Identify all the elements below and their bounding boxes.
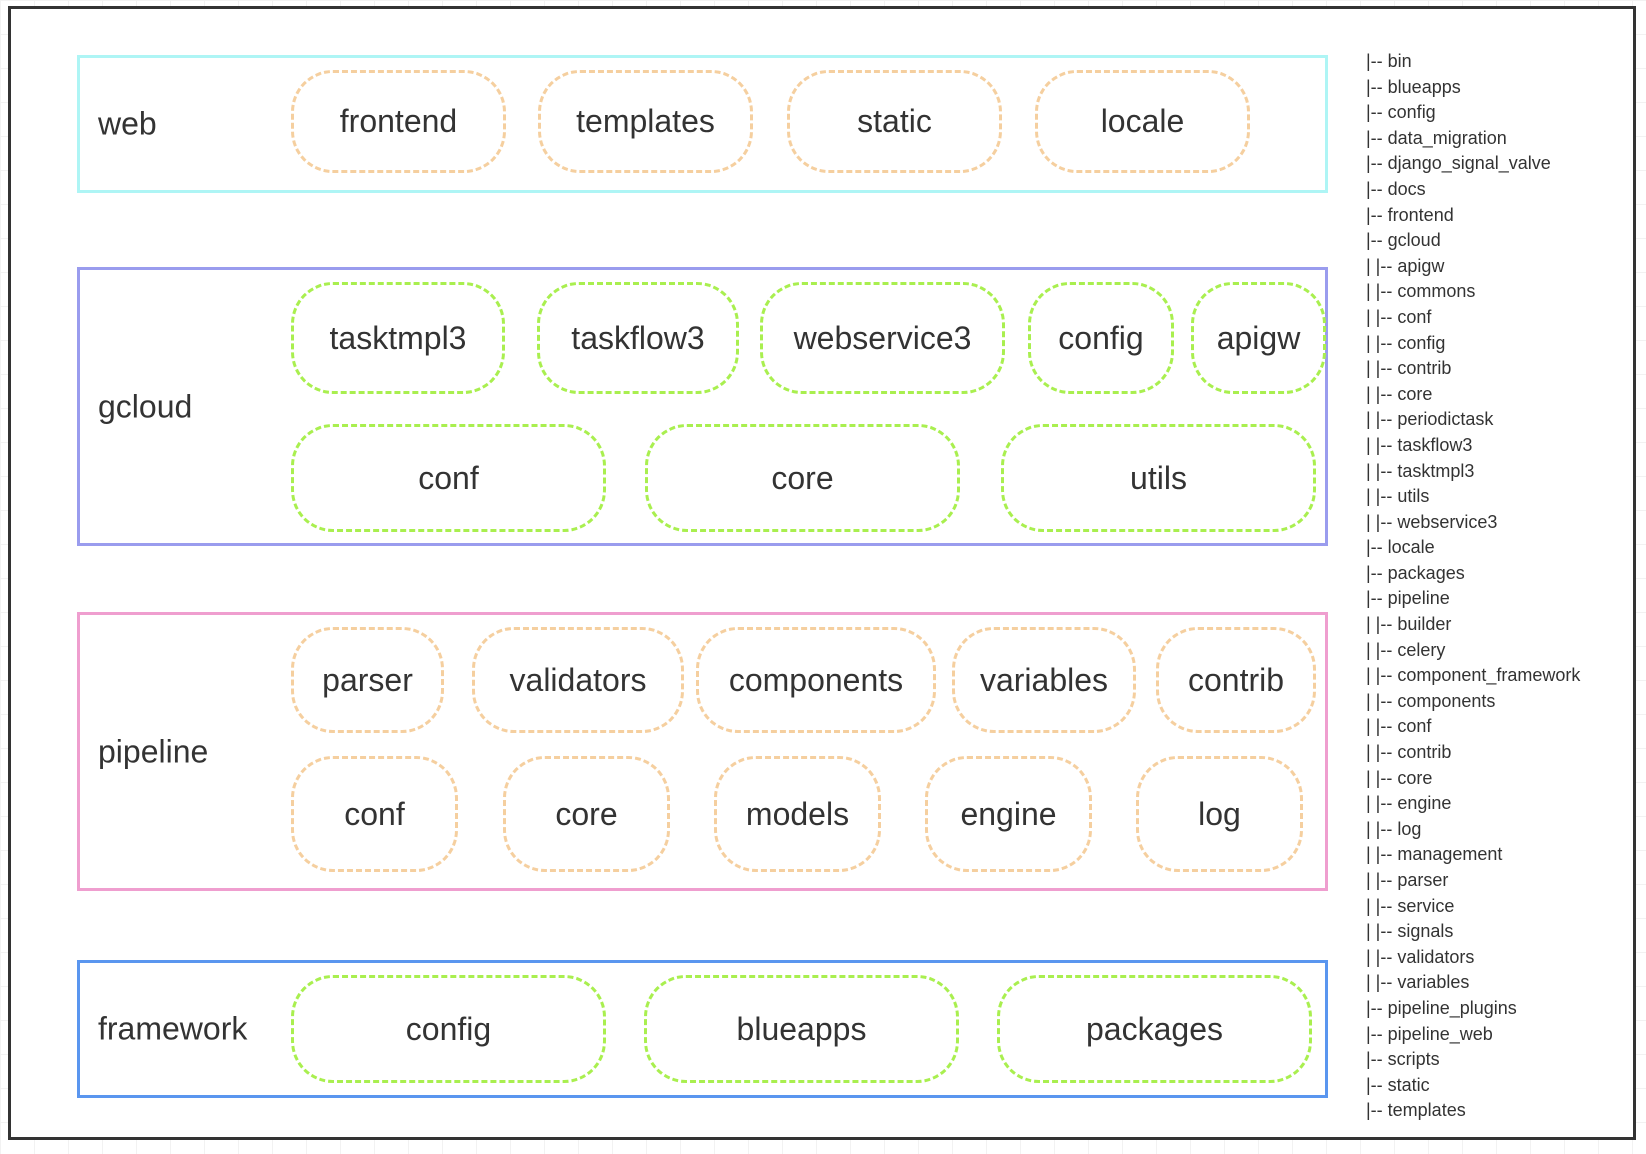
- tree-entry: | |-- utils: [1366, 486, 1430, 507]
- directory-tree: |-- bin |-- blueapps |-- config |-- data_mi…: [1366, 49, 1636, 1124]
- diagram-frame: web frontend templates static locale gcl…: [8, 6, 1636, 1140]
- tree-entry: |-- config: [1366, 102, 1436, 123]
- tree-entry: | |-- tasktmpl3: [1366, 460, 1475, 481]
- module-config: config: [1028, 282, 1174, 394]
- layer-framework: framework config blueapps packages: [77, 960, 1328, 1098]
- tree-entry: | |-- celery: [1366, 639, 1446, 660]
- tree-entry: |-- django_signal_valve: [1366, 153, 1551, 174]
- tree-entry: | |-- core: [1366, 767, 1433, 788]
- module-components: components: [696, 627, 936, 733]
- module-locale: locale: [1035, 70, 1250, 173]
- module-webservice3: webservice3: [760, 282, 1005, 394]
- tree-entry: | |-- config: [1366, 332, 1446, 353]
- layer-web: web frontend templates static locale: [77, 55, 1328, 193]
- tree-entry: | |-- log: [1366, 818, 1422, 839]
- module-core: core: [503, 756, 670, 872]
- tree-entry: |-- pipeline: [1366, 588, 1450, 609]
- tree-entry: |-- frontend: [1366, 204, 1454, 225]
- tree-entry: |-- packages: [1366, 562, 1465, 583]
- tree-entry: |-- data_migration: [1366, 127, 1507, 148]
- tree-entry: | |-- webservice3: [1366, 511, 1498, 532]
- tree-entry: | |-- management: [1366, 844, 1503, 865]
- tree-entry: |-- gcloud: [1366, 230, 1441, 251]
- tree-entry: | |-- signals: [1366, 921, 1454, 942]
- module-packages: packages: [997, 975, 1312, 1083]
- module-conf: conf: [291, 424, 606, 532]
- module-parser: parser: [291, 627, 444, 733]
- tree-entry: | |-- contrib: [1366, 742, 1452, 763]
- tree-entry: |-- locale: [1366, 537, 1435, 558]
- module-apigw: apigw: [1191, 282, 1326, 394]
- layer-label-web: web: [98, 105, 157, 142]
- layer-pipeline: pipeline parser validators components va…: [77, 612, 1328, 891]
- tree-entry: | |-- components: [1366, 690, 1496, 711]
- module-config: config: [291, 975, 606, 1083]
- tree-entry: | |-- variables: [1366, 972, 1470, 993]
- tree-entry: |-- pipeline_web: [1366, 1023, 1493, 1044]
- module-models: models: [714, 756, 881, 872]
- module-core: core: [645, 424, 960, 532]
- module-tasktmpl3: tasktmpl3: [291, 282, 505, 394]
- module-utils: utils: [1001, 424, 1316, 532]
- tree-entry: | |-- engine: [1366, 793, 1452, 814]
- module-blueapps: blueapps: [644, 975, 959, 1083]
- tree-entry: |-- static: [1366, 1074, 1430, 1095]
- tree-entry: |-- docs: [1366, 178, 1426, 199]
- tree-entry: | |-- conf: [1366, 306, 1432, 327]
- tree-entry: | |-- core: [1366, 383, 1433, 404]
- tree-entry: |-- blueapps: [1366, 76, 1461, 97]
- tree-entry: | |-- component_framework: [1366, 665, 1581, 686]
- module-taskflow3: taskflow3: [537, 282, 739, 394]
- layer-label-gcloud: gcloud: [98, 388, 193, 424]
- tree-entry: | |-- contrib: [1366, 358, 1452, 379]
- tree-entry: | |-- service: [1366, 895, 1455, 916]
- module-templates: templates: [538, 70, 753, 173]
- module-contrib: contrib: [1156, 627, 1316, 733]
- tree-entry: | |-- validators: [1366, 946, 1475, 967]
- tree-entry: | |-- conf: [1366, 716, 1432, 737]
- module-static: static: [787, 70, 1002, 173]
- layer-gcloud: gcloud tasktmpl3 taskflow3 webservice3 c…: [77, 267, 1328, 546]
- tree-entry: | |-- periodictask: [1366, 409, 1494, 430]
- tree-entry: |-- pipeline_plugins: [1366, 997, 1517, 1018]
- layer-label-framework: framework: [98, 1010, 248, 1047]
- module-variables: variables: [952, 627, 1136, 733]
- tree-entry: |-- scripts: [1366, 1049, 1440, 1070]
- module-engine: engine: [925, 756, 1092, 872]
- tree-entry: | |-- parser: [1366, 870, 1449, 890]
- tree-entry: |-- templates: [1366, 1100, 1466, 1121]
- layer-label-pipeline: pipeline: [98, 733, 209, 769]
- module-log: log: [1136, 756, 1303, 872]
- tree-entry: |-- bin: [1366, 51, 1412, 71]
- module-frontend: frontend: [291, 70, 506, 173]
- tree-entry: | |-- commons: [1366, 281, 1476, 302]
- tree-entry: | |-- taskflow3: [1366, 434, 1473, 455]
- module-validators: validators: [472, 627, 684, 733]
- tree-entry: | |-- builder: [1366, 614, 1452, 635]
- module-conf: conf: [291, 756, 458, 872]
- tree-entry: | |-- apigw: [1366, 255, 1445, 276]
